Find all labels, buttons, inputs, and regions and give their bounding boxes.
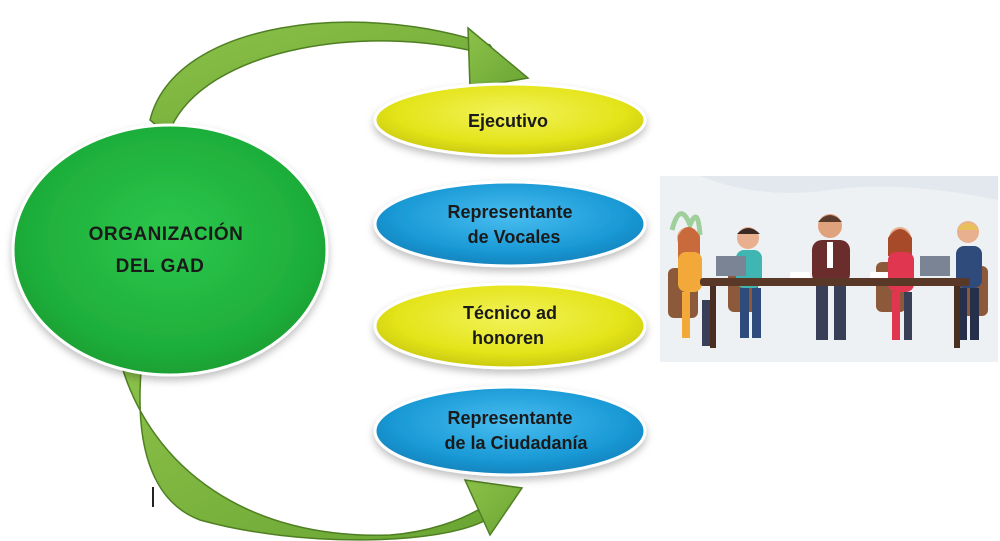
role-label-tecnico-line2: honoren	[472, 328, 544, 348]
text-cursor-mark	[152, 487, 154, 507]
role-node-vocales	[373, 180, 647, 268]
role-label-ciudadania-line1: Representante	[447, 408, 572, 428]
main-node-label-line2: DEL GAD	[116, 256, 205, 277]
main-node-organization	[11, 123, 329, 377]
role-label-vocales-line1: Representante	[447, 202, 572, 222]
main-node-label-line1: ORGANIZACIÓN	[89, 223, 244, 245]
bottom-curved-arrow	[119, 359, 524, 541]
role-label-ejecutivo: Ejecutivo	[468, 111, 548, 131]
role-label-tecnico-line1: Técnico ad	[463, 303, 557, 323]
meeting-people-illustration	[660, 176, 998, 362]
role-label-ciudadania-line2: de la Ciudadanía	[444, 433, 588, 453]
role-node-ejecutivo	[373, 82, 647, 158]
role-node-tecnico	[373, 282, 647, 370]
role-node-ciudadania	[373, 385, 647, 477]
role-label-vocales-line2: de Vocales	[468, 227, 561, 247]
